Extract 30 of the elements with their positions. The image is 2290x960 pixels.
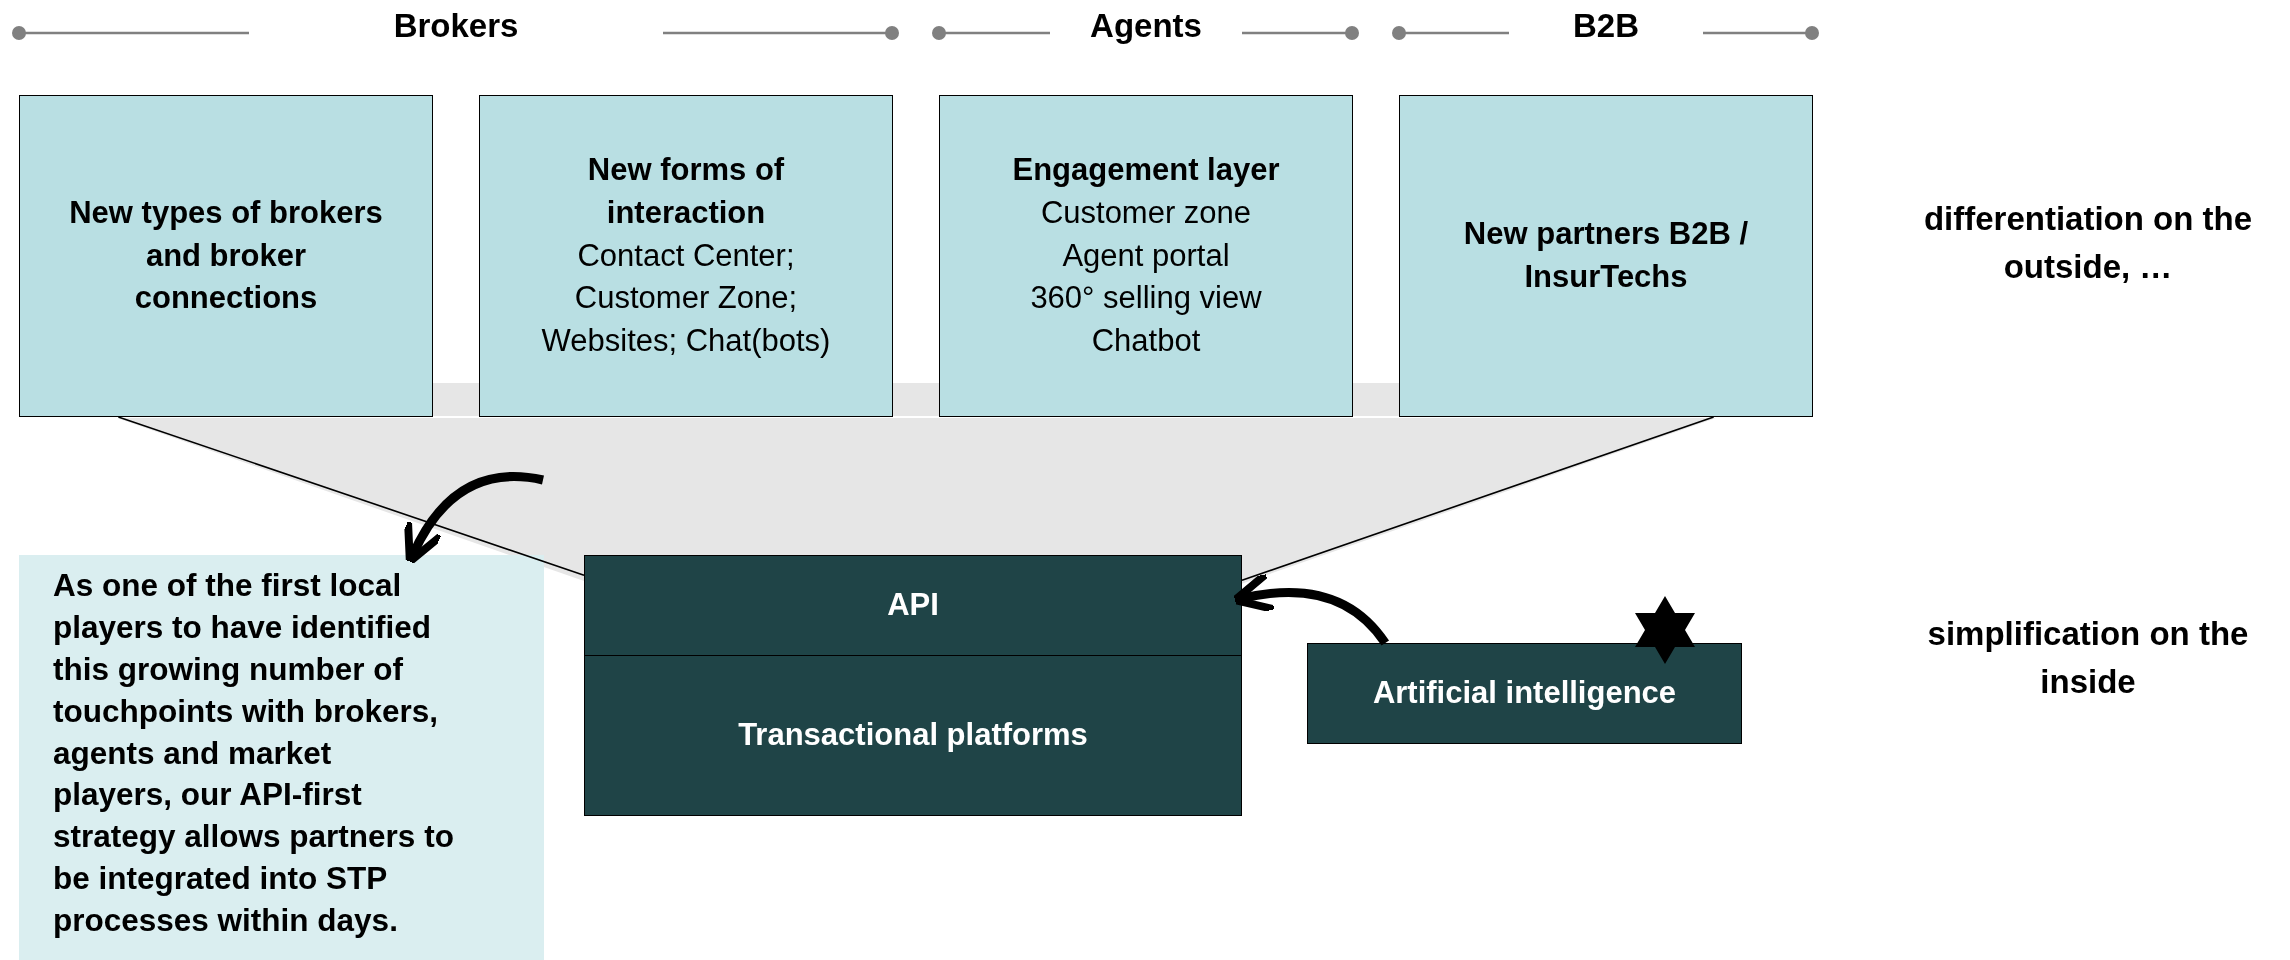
channel-box <box>479 95 893 417</box>
box-title: API <box>886 586 940 625</box>
box-text: Chatbot <box>1090 322 1202 361</box>
group-heading: Agents <box>1089 6 1203 46</box>
box-text: Customer zone <box>1039 193 1253 232</box>
group-heading: Brokers <box>392 6 520 46</box>
platform-box <box>584 555 1242 656</box>
description-text: As one of the first local players to have identified this growing number of touchpoints with brokers, agents and market players, our API-first strategy allows partners to be integrated into STP processes within days. <box>52 566 455 941</box>
box-title: Artificial intelligence <box>1371 674 1678 713</box>
channel-box <box>19 95 433 417</box>
box-title: New types of brokers and broker connections <box>68 193 384 318</box>
box-title: New forms of interaction <box>586 151 786 232</box>
channel-box <box>939 95 1353 417</box>
box-text: Agent portal <box>1061 236 1231 275</box>
box-text: 360° selling view <box>1029 279 1263 318</box>
side-note: simplification on the inside <box>1926 614 2250 702</box>
box-text: Contact Center; Customer Zone; Websites; Chat(bots) <box>540 236 832 361</box>
box-title: New partners B2B / InsurTechs <box>1462 215 1750 296</box>
connector-line <box>1241 416 1715 582</box>
side-note: differentiation on the outside, … <box>1922 199 2254 287</box>
curved-arrow <box>1231 571 1389 646</box>
box-title: Engagement layer <box>1011 151 1281 190</box>
curved-arrow <box>405 472 544 566</box>
group-heading: B2B <box>1572 6 1640 46</box>
text-card <box>19 555 544 960</box>
platform-box <box>584 655 1242 816</box>
connector-line <box>117 416 585 576</box>
channel-box <box>1399 95 1813 417</box>
box-title: Transactional platforms <box>737 716 1089 755</box>
platform-box <box>1307 643 1742 744</box>
